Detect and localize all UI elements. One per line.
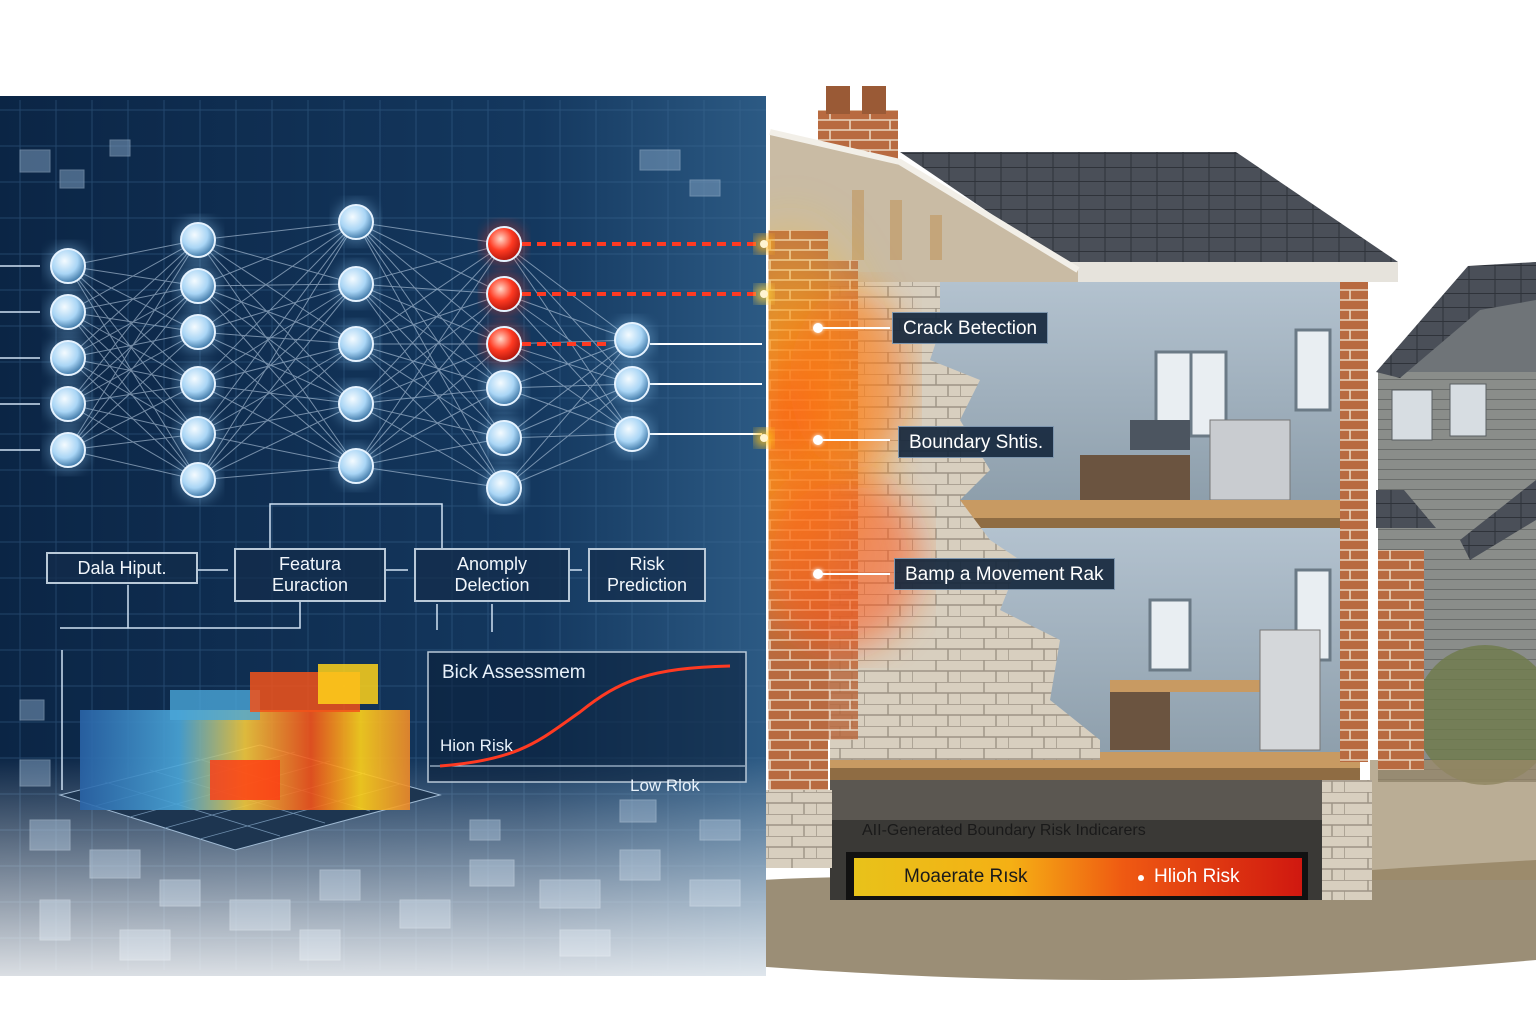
network-node: [338, 386, 374, 422]
assessment-title: Bick Assessmem: [442, 662, 586, 683]
network-node: [50, 432, 86, 468]
callout-dot: [813, 323, 823, 333]
risk-chart: [427, 651, 747, 783]
network-node: [50, 386, 86, 422]
network-node: [180, 222, 216, 258]
house-cutaway: [752, 86, 1436, 900]
legend-high-label: Hlioh Risk: [1154, 866, 1240, 887]
network-node: [180, 366, 216, 402]
callout-dot: [813, 569, 823, 579]
pipeline-step-feature-extraction: Featura Euraction: [234, 548, 386, 602]
network-node: [486, 420, 522, 456]
network-edges: [67, 221, 633, 489]
network-node: [180, 314, 216, 350]
callout-dot: [813, 435, 823, 445]
step-label-line2: Delection: [454, 575, 530, 595]
network-node: [180, 268, 216, 304]
network-node: [486, 370, 522, 406]
alert-node: [486, 326, 522, 362]
dashboard-panel: [0, 96, 766, 976]
network-nodes: [46, 200, 654, 510]
low-risk-label: Low Rlok: [630, 776, 700, 795]
legend-moderate-label: Moaerate Rısk: [904, 866, 1028, 887]
network-node: [338, 204, 374, 240]
pipeline-connectors: [60, 503, 582, 632]
network-node: [180, 416, 216, 452]
step-label-line1: Risk: [629, 554, 665, 574]
network-node: [50, 248, 86, 284]
heatmap-3d: [58, 650, 442, 851]
alert-node: [486, 276, 522, 312]
step-label-line2: Prediction: [606, 575, 688, 595]
callout-boundary-shifts: Boundary Shtis.: [898, 426, 1055, 458]
callout-leaders: [650, 327, 890, 575]
alert-dashes: [522, 242, 762, 346]
pipeline-step-anomaly-detection: Anomply Delection: [414, 548, 570, 602]
input-arrows: [0, 265, 40, 451]
pipeline-step-risk-prediction: Risk Prediction: [588, 548, 706, 602]
risk-curve: [439, 664, 731, 768]
network-node: [614, 366, 650, 402]
network-node: [338, 326, 374, 362]
callout-damp-movement: Bamp a Movement Rak: [894, 558, 1115, 590]
network-node: [180, 462, 216, 498]
step-label-line1: Featura: [278, 554, 342, 574]
step-label-line2: Euraction: [271, 575, 349, 595]
network-node: [338, 448, 374, 484]
step-label-line1: Anomply: [456, 554, 528, 574]
network-node: [614, 416, 650, 452]
legend-bar: [846, 852, 1308, 900]
network-node: [338, 266, 374, 302]
callout-crack-detection: Crack Betection: [892, 312, 1049, 344]
network-node: [614, 322, 650, 358]
alert-node: [486, 226, 522, 262]
legend-title: AII-Generated Boundary Risk Indicarers: [862, 822, 1146, 839]
step-label: Dala Hiput.: [77, 557, 167, 578]
high-risk-label: Hion Risk: [440, 736, 513, 755]
network-node: [486, 470, 522, 506]
network-node: [50, 294, 86, 330]
heat-points: [755, 235, 773, 447]
pipeline-step-data-input: Dala Hiput.: [46, 552, 198, 584]
network-node: [50, 340, 86, 376]
